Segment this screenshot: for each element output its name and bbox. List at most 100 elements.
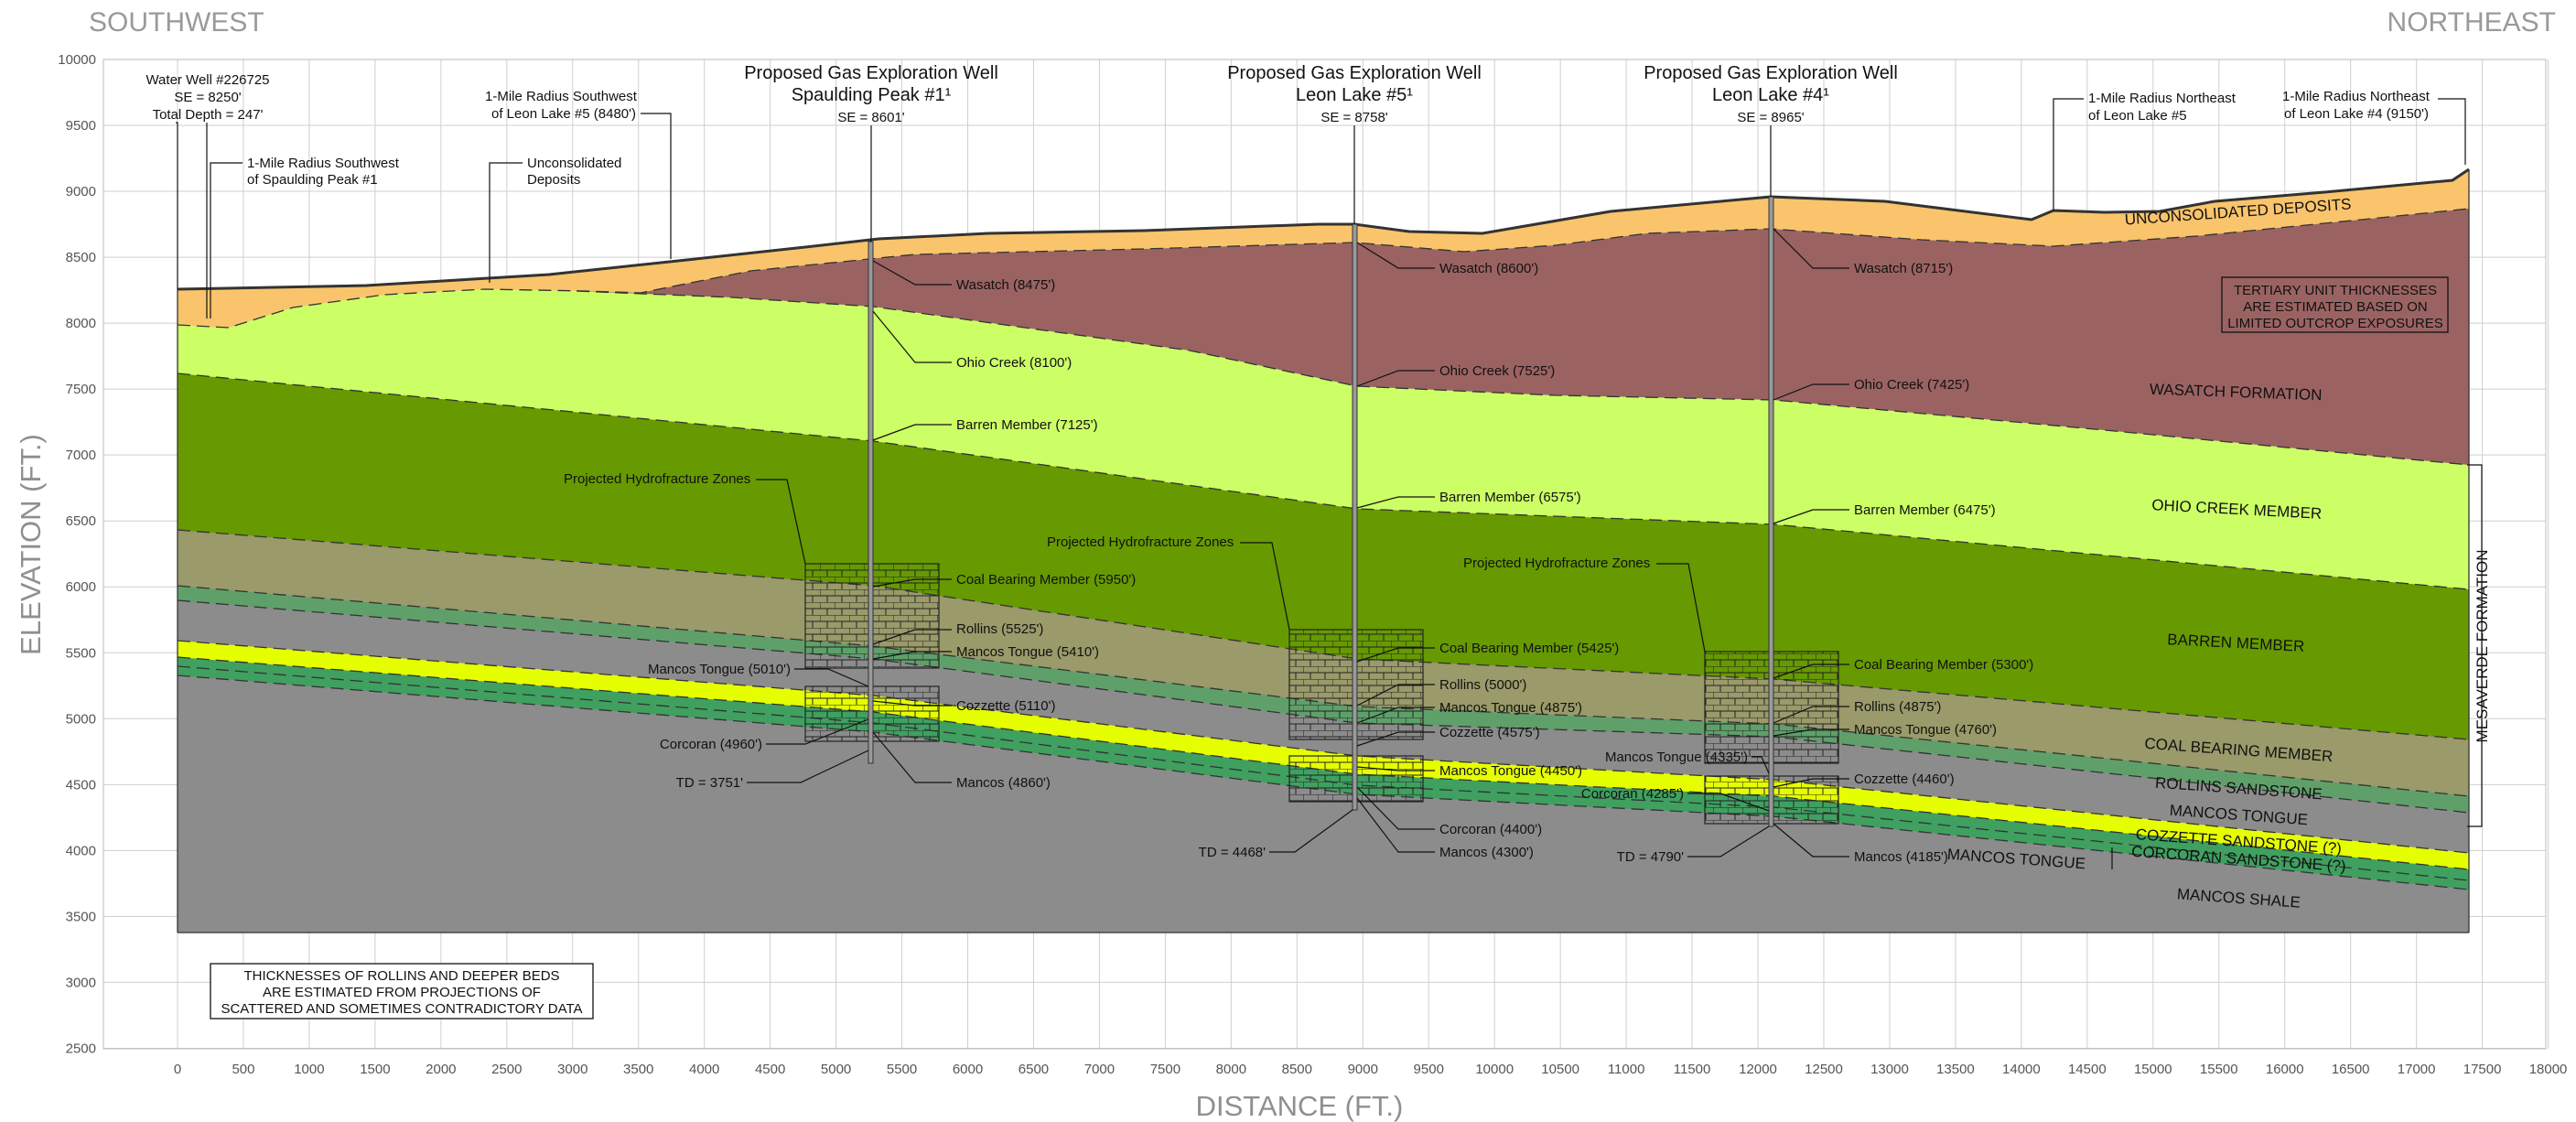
- well3-corcoran-label: Corcoran (4285'): [1581, 786, 1684, 802]
- well3-title-line1: Proposed Gas Exploration Well: [1644, 63, 1898, 83]
- x-tick-label: 7000: [1084, 1062, 1115, 1077]
- x-tick-label: 11500: [1674, 1062, 1711, 1077]
- well3-picks: Wasatch (8715') Ohio Creek (7425') Barre…: [1463, 228, 2033, 865]
- well2-mancos-label: Mancos (4300'): [1439, 845, 1534, 860]
- y-tick-label: 9500: [66, 118, 96, 134]
- contact-coz: [177, 656, 2470, 870]
- strata: [178, 169, 2469, 933]
- layer-unconsolidated: [178, 169, 2469, 328]
- contact-barr: [177, 529, 2470, 740]
- well2-se: SE = 8758': [1320, 110, 1387, 125]
- x-tick-label: 11000: [1608, 1062, 1645, 1077]
- rollins-note-line1: THICKNESSES OF ROLLINS AND DEEPER BEDS: [243, 968, 559, 984]
- tertiary-note-line1: TERTIARY UNIT THICKNESSES: [2234, 283, 2437, 298]
- x-tick-label: 2500: [491, 1062, 522, 1077]
- x-tick-label: 8500: [1282, 1062, 1312, 1077]
- contact-wasa: [576, 290, 2470, 466]
- borehole-well1: [868, 241, 874, 764]
- y-tick-label: 7500: [66, 382, 96, 397]
- well-titles: Proposed Gas Exploration Well Spaulding …: [744, 63, 1898, 242]
- well3-mancos-tongue-left-label: Mancos Tongue (4335'): [1605, 750, 1748, 765]
- x-tick-label: 9000: [1348, 1062, 1378, 1077]
- ground-surface: [177, 167, 2470, 291]
- x-tick-label: 16500: [2332, 1062, 2370, 1077]
- y-tick-label: 3000: [66, 975, 96, 990]
- contact-corcoran-base: [177, 674, 2470, 890]
- y-tick-label: 8000: [66, 316, 96, 331]
- tertiary-note-line3: LIMITED OUTCROP EXPOSURES: [2227, 316, 2443, 331]
- y-tick-label: 6000: [66, 579, 96, 595]
- x-tick-label: 12500: [1805, 1062, 1843, 1077]
- well2-barren-label: Barren Member (6575'): [1439, 490, 1581, 505]
- layer-corcoran-base: [178, 666, 2469, 890]
- well3-barren-label: Barren Member (6475'): [1854, 502, 1996, 518]
- well1-barren-label: Barren Member (7125'): [956, 417, 1098, 433]
- ne-leon4-line2: of Leon Lake #4 (9150'): [2284, 106, 2429, 122]
- x-tick-label: 6500: [1019, 1062, 1049, 1077]
- well3-td-label: TD = 4790': [1617, 849, 1684, 865]
- well1-cozzette-label: Cozzette (5110'): [956, 698, 1055, 714]
- y-tick-label: 6500: [66, 513, 96, 529]
- well3-ohio-creek-label: Ohio Creek (7425'): [1854, 377, 1969, 393]
- x-tick-label: 14500: [2068, 1062, 2107, 1077]
- contact-mt: [177, 640, 2470, 854]
- well1-corcoran-label: Corcoran (4960'): [660, 737, 762, 752]
- borehole-well3: [1768, 196, 1774, 827]
- y-tick-label: 2500: [66, 1041, 96, 1056]
- x-tick-label: 3500: [623, 1062, 653, 1077]
- x-tick-label: 1000: [294, 1062, 324, 1077]
- x-tick-label: 13500: [1936, 1062, 1975, 1077]
- y-tick-label: 10000: [58, 52, 96, 68]
- x-tick-label: 14000: [2002, 1062, 2041, 1077]
- well1-mancos-tongue-label: Mancos Tongue (5410'): [956, 644, 1099, 660]
- contact-cor: [177, 665, 2470, 881]
- unit-mesaverde: MESAVERDE FORMATION: [2474, 550, 2491, 743]
- x-tick-label: 10000: [1475, 1062, 1514, 1077]
- well2-hydro-label: Projected Hydrofracture Zones: [1047, 534, 1234, 550]
- water-well-line1: Water Well #226725: [146, 72, 269, 88]
- rollins-note: THICKNESSES OF ROLLINS AND DEEPER BEDS A…: [210, 963, 594, 1020]
- well1-mancos-label: Mancos (4860'): [956, 775, 1051, 791]
- well2-mancos-tongue2-label: Mancos Tongue (4450'): [1439, 763, 1582, 779]
- well2-cozzette-label: Cozzette (4575'): [1439, 725, 1540, 740]
- y-tick-label: 3500: [66, 909, 96, 924]
- x-tick-label: 15000: [2134, 1062, 2172, 1077]
- x-tick-label: 6000: [953, 1062, 983, 1077]
- well2-ohio-creek-label: Ohio Creek (7525'): [1439, 363, 1555, 379]
- sw-spaulding-line1: 1-Mile Radius Southwest: [247, 156, 400, 171]
- y-tick-label: 4500: [66, 777, 96, 793]
- well2-picks: Wasatch (8600') Ohio Creek (7525') Barre…: [1047, 242, 1619, 860]
- well1-title-line2: Spaulding Peak #1¹: [792, 85, 952, 105]
- well2-mancos-tongue-label: Mancos Tongue (4875'): [1439, 700, 1582, 716]
- x-axis-label: DISTANCE (FT.): [1196, 1090, 1404, 1122]
- x-tick-label: 18000: [2529, 1062, 2568, 1077]
- well3-coal-label: Coal Bearing Member (5300'): [1854, 657, 2033, 673]
- well2-title-line2: Leon Lake #5¹: [1296, 85, 1413, 105]
- x-tick-label: 15500: [2200, 1062, 2238, 1077]
- x-tick-label: 9500: [1414, 1062, 1444, 1077]
- well1-rollins-label: Rollins (5525'): [956, 621, 1043, 637]
- well3-cozzette-label: Cozzette (4460'): [1854, 771, 1955, 787]
- y-tick-label: 5000: [66, 711, 96, 727]
- tertiary-note: TERTIARY UNIT THICKNESSES ARE ESTIMATED …: [2221, 276, 2449, 333]
- y-tick-label: 4000: [66, 843, 96, 858]
- well2-coal-label: Coal Bearing Member (5425'): [1439, 641, 1619, 656]
- x-tick-label: 12000: [1739, 1062, 1777, 1077]
- water-well-line2: SE = 8250': [174, 90, 241, 105]
- sw-spaulding-line2: of Spaulding Peak #1: [247, 172, 378, 188]
- contact-coal: [177, 585, 2470, 797]
- southwest-label: SOUTHWEST: [89, 7, 264, 38]
- well3-rollins-label: Rollins (4875'): [1854, 699, 1941, 715]
- x-tick-label: 13000: [1870, 1062, 1909, 1077]
- well1-coal-label: Coal Bearing Member (5950'): [956, 572, 1136, 588]
- layer-wasatch: [577, 209, 2469, 465]
- x-tick-label: 4500: [755, 1062, 785, 1077]
- x-tick-label: 0: [174, 1062, 181, 1077]
- sw-leon5-line2: of Leon Lake #5 (8480'): [491, 106, 636, 122]
- tertiary-note-line2: ARE ESTIMATED BASED ON: [2243, 299, 2427, 315]
- well1-se: SE = 8601': [837, 110, 904, 125]
- well1-td-label: TD = 3751': [676, 775, 743, 791]
- ne-leon5-line2: of Leon Lake #5: [2088, 108, 2187, 124]
- well1-title-line1: Proposed Gas Exploration Well: [744, 63, 998, 83]
